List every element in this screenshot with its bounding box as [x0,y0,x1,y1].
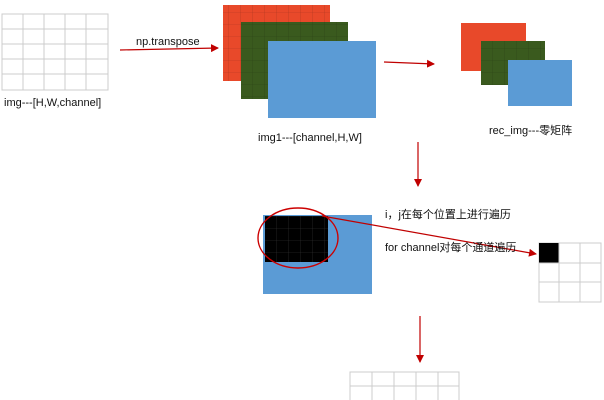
output-cell-filled [539,243,559,263]
rec-img-channel-stack [461,23,572,106]
window-arrow [321,215,537,257]
rec-img-label: rec_img---零矩阵 [489,125,573,137]
rec-channel-blue [508,60,572,106]
img1-channel-stack [223,5,376,118]
output-grid [538,242,602,303]
img1-channel-blue [268,41,376,118]
highlight-circle [257,207,339,269]
img1-label: img1---[channel,H,W] [258,132,362,144]
result-grid [349,371,460,400]
input-image-label: img---[H,W,channel] [4,97,102,109]
transpose-arrow [119,44,219,53]
sliding-window-panel [257,207,372,294]
rec-arrow [383,59,435,68]
loop-ij-label: i，j在每个位置上进行遍历 [385,209,511,221]
loop-channel-label: for channel对每个通道遍历 [385,242,517,254]
transpose-label: np.transpose [136,36,200,48]
input-image-grid [1,13,109,91]
